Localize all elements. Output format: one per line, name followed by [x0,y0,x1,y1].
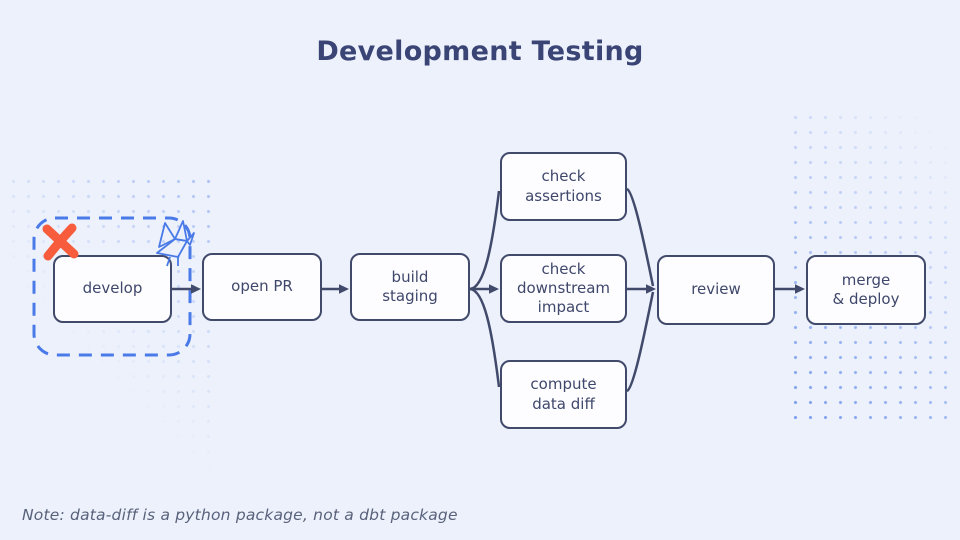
node-check-downstream-impact: check downstream impact [500,254,627,323]
node-develop: develop [53,255,172,323]
node-review: review [657,255,775,325]
node-check-assertions: check assertions [500,152,627,221]
node-open-pr: open PR [202,253,322,321]
footnote: Note: data-diff is a python package, not… [22,506,458,524]
node-build-staging: build staging [350,253,470,321]
node-merge-deploy: merge & deploy [806,255,926,325]
page-title: Development Testing [316,36,644,67]
node-compute-data-diff: compute data diff [500,360,627,429]
